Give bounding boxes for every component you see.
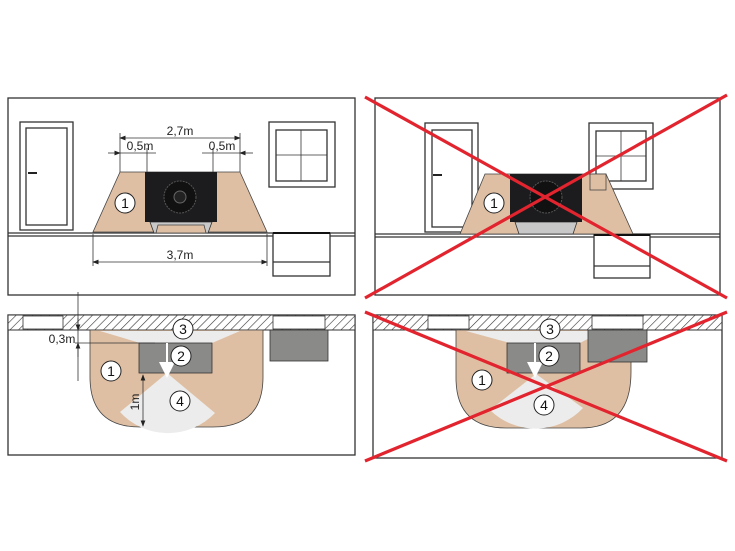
svg-text:2: 2 [177,348,185,364]
dimension-0-5m-right: 0,5m [209,139,236,153]
svg-text:1: 1 [490,195,498,211]
marker-3: 3 [172,318,194,340]
svg-text:1: 1 [107,363,115,379]
dimension-0-5m-left: 0,5m [127,139,154,153]
marker-4: 4 [533,394,555,416]
svg-text:3: 3 [546,321,554,337]
marker-2: 2 [538,345,560,367]
dimension-3-7m: 3,7m [167,248,194,262]
window [268,121,336,188]
marker-1-plan: 1 [471,369,493,391]
svg-text:3: 3 [179,321,187,337]
door [424,122,479,233]
dimension-1m: 1m [128,394,142,411]
svg-text:1: 1 [478,372,486,388]
cabinet [272,232,331,277]
door [19,121,74,231]
heat-pump-unit [145,172,217,234]
cabinet-plan [269,329,329,362]
svg-text:2: 2 [545,348,553,364]
marker-1-plan: 1 [100,360,122,382]
marker-2: 2 [170,345,192,367]
svg-text:4: 4 [176,393,184,409]
dimension-0-3m: 0,3m [49,332,76,346]
marker-4: 4 [169,390,191,412]
cross-line [364,93,728,300]
dimension-2-7m: 2,7m [167,124,194,138]
plan-incorrect: 3 2 1 4 [364,310,728,463]
zone-3-wall [100,331,240,343]
svg-text:1: 1 [121,195,129,211]
marker-3: 3 [539,318,561,340]
dimension-lines [92,133,268,266]
marker-1: 1 [483,192,505,214]
elevation-incorrect: 1 [364,93,728,300]
plan-correct: 3 2 1 4 1m 0,3m [7,292,356,456]
cross-line [364,310,728,463]
elevation-correct: 1 2,7m 0,5m 0,5m 3,7m [7,97,356,296]
svg-text:4: 4 [540,397,548,413]
marker-1: 1 [114,192,136,214]
